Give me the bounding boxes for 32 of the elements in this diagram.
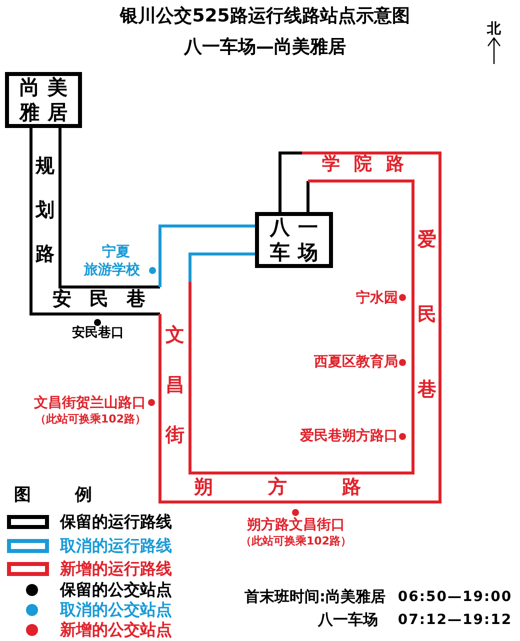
road-name: 文昌街 (166, 323, 184, 448)
legend-text: 新增的公交站点 (60, 620, 172, 640)
legend-text: 保留的运行路线 (60, 512, 172, 532)
station-name: 宁水园 (356, 290, 398, 306)
legend-text: 新增的运行路线 (60, 560, 172, 578)
timetable-text: 八一车场 (318, 611, 378, 629)
north-label: 北 (487, 20, 501, 38)
road-name: 学院路 (322, 154, 418, 176)
station-name: 安民巷口 (72, 326, 124, 342)
timetable-text: 首末班时间:尚美雅居 (244, 588, 386, 606)
station-name: 爱民巷朔方路口 (300, 428, 398, 444)
road-name: 规划路 (36, 154, 54, 267)
road-name: 安民巷 (52, 289, 164, 311)
station-note: （此站可换乘102路） (35, 414, 146, 426)
station-name: 西夏区教育局 (314, 354, 398, 370)
station-note: （此站可换乘102路） (240, 536, 352, 548)
legend-text: 保留的公交站点 (60, 580, 172, 600)
station-name: 朔方路文昌街口 (247, 516, 345, 534)
road-name: 爱民巷 (418, 228, 436, 402)
station-name: 文昌街贺兰山路口 (34, 394, 146, 412)
subtitle: 八一车场—尚美雅居 (184, 38, 346, 58)
station-name: 宁夏 (102, 244, 130, 260)
title: 银川公交525路运行线路站点示意图 (120, 6, 410, 28)
terminal-box: 尚美雅居 (5, 72, 82, 128)
terminal-box: 八一车场 (255, 212, 333, 268)
legend-text: 取消的公交站点 (60, 600, 172, 620)
road-name: 朔方路 (194, 477, 416, 499)
legend-text: 取消的运行路线 (60, 536, 172, 556)
timetable-text: 07:12—19:12 (398, 612, 512, 628)
legend-title: 图例 (14, 486, 136, 506)
timetable-text: 06:50—19:00 (398, 588, 512, 606)
station-name: 旅游学校 (84, 262, 140, 278)
